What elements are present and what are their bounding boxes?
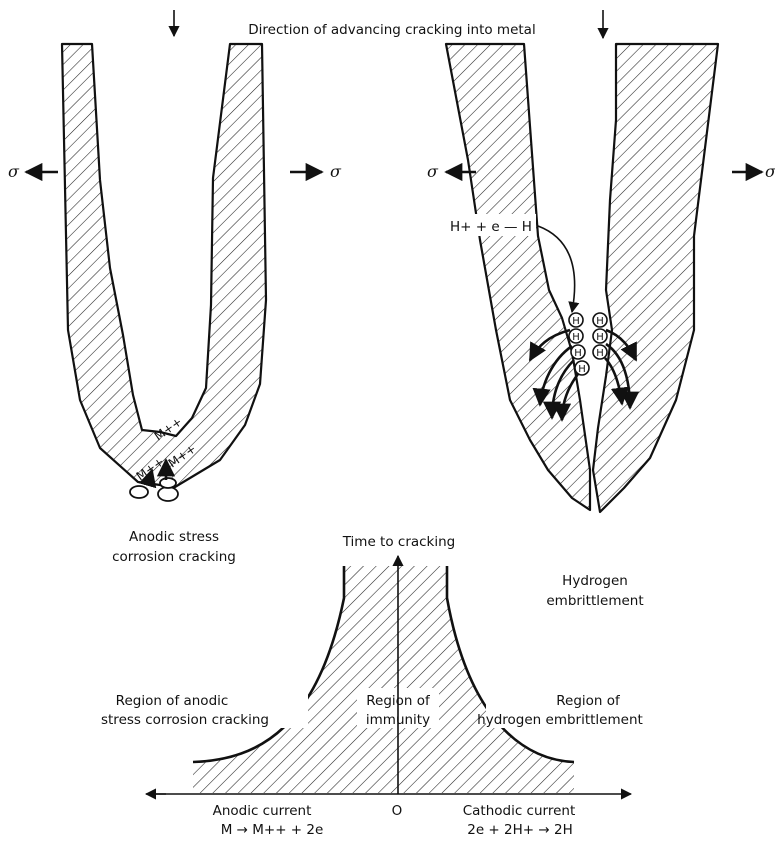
left-axis-line1: Anodic current bbox=[213, 803, 312, 819]
svg-text:H: H bbox=[596, 316, 604, 327]
right-axis-line2: 2e + 2H+ → 2H bbox=[467, 822, 572, 838]
center-region-line2: immunity bbox=[366, 712, 430, 728]
svg-text:H: H bbox=[578, 364, 586, 375]
left-region-line2: stress corrosion cracking bbox=[101, 712, 269, 728]
stress-symbol-4: σ bbox=[765, 162, 775, 181]
center-region-line1: Region of bbox=[366, 693, 431, 709]
svg-text:H: H bbox=[596, 348, 604, 359]
right-metal-left-side bbox=[446, 44, 590, 510]
right-region-line1: Region of bbox=[556, 693, 621, 709]
svg-text:H: H bbox=[572, 316, 580, 327]
left-axis-line2: M → M++ + 2e bbox=[221, 822, 324, 838]
origin-label: O bbox=[392, 803, 403, 819]
svg-text:H: H bbox=[572, 332, 580, 343]
stress-symbol-2: σ bbox=[330, 162, 342, 181]
right-region-line2: hydrogen embrittlement bbox=[477, 712, 643, 728]
svg-text:H: H bbox=[596, 332, 604, 343]
stress-symbol-1: σ bbox=[8, 162, 20, 181]
right-metal-right-side bbox=[593, 44, 718, 512]
direction-label: Direction of advancing cracking into met… bbox=[248, 22, 535, 38]
stress-symbol-3: σ bbox=[427, 162, 439, 181]
svg-text:H: H bbox=[574, 348, 582, 359]
right-axis-line1: Cathodic current bbox=[463, 803, 576, 819]
y-axis-label: Time to cracking bbox=[342, 534, 456, 550]
left-caption-line2: corrosion cracking bbox=[112, 549, 236, 565]
right-caption-line1: Hydrogen bbox=[562, 573, 628, 589]
left-caption-line1: Anodic stress bbox=[129, 529, 219, 545]
immunity-shaded-region bbox=[193, 566, 574, 793]
right-caption-line2: embrittlement bbox=[546, 593, 643, 609]
left-region-line1: Region of anodic bbox=[116, 693, 229, 709]
reaction-label: H+ + e — H bbox=[450, 219, 532, 235]
